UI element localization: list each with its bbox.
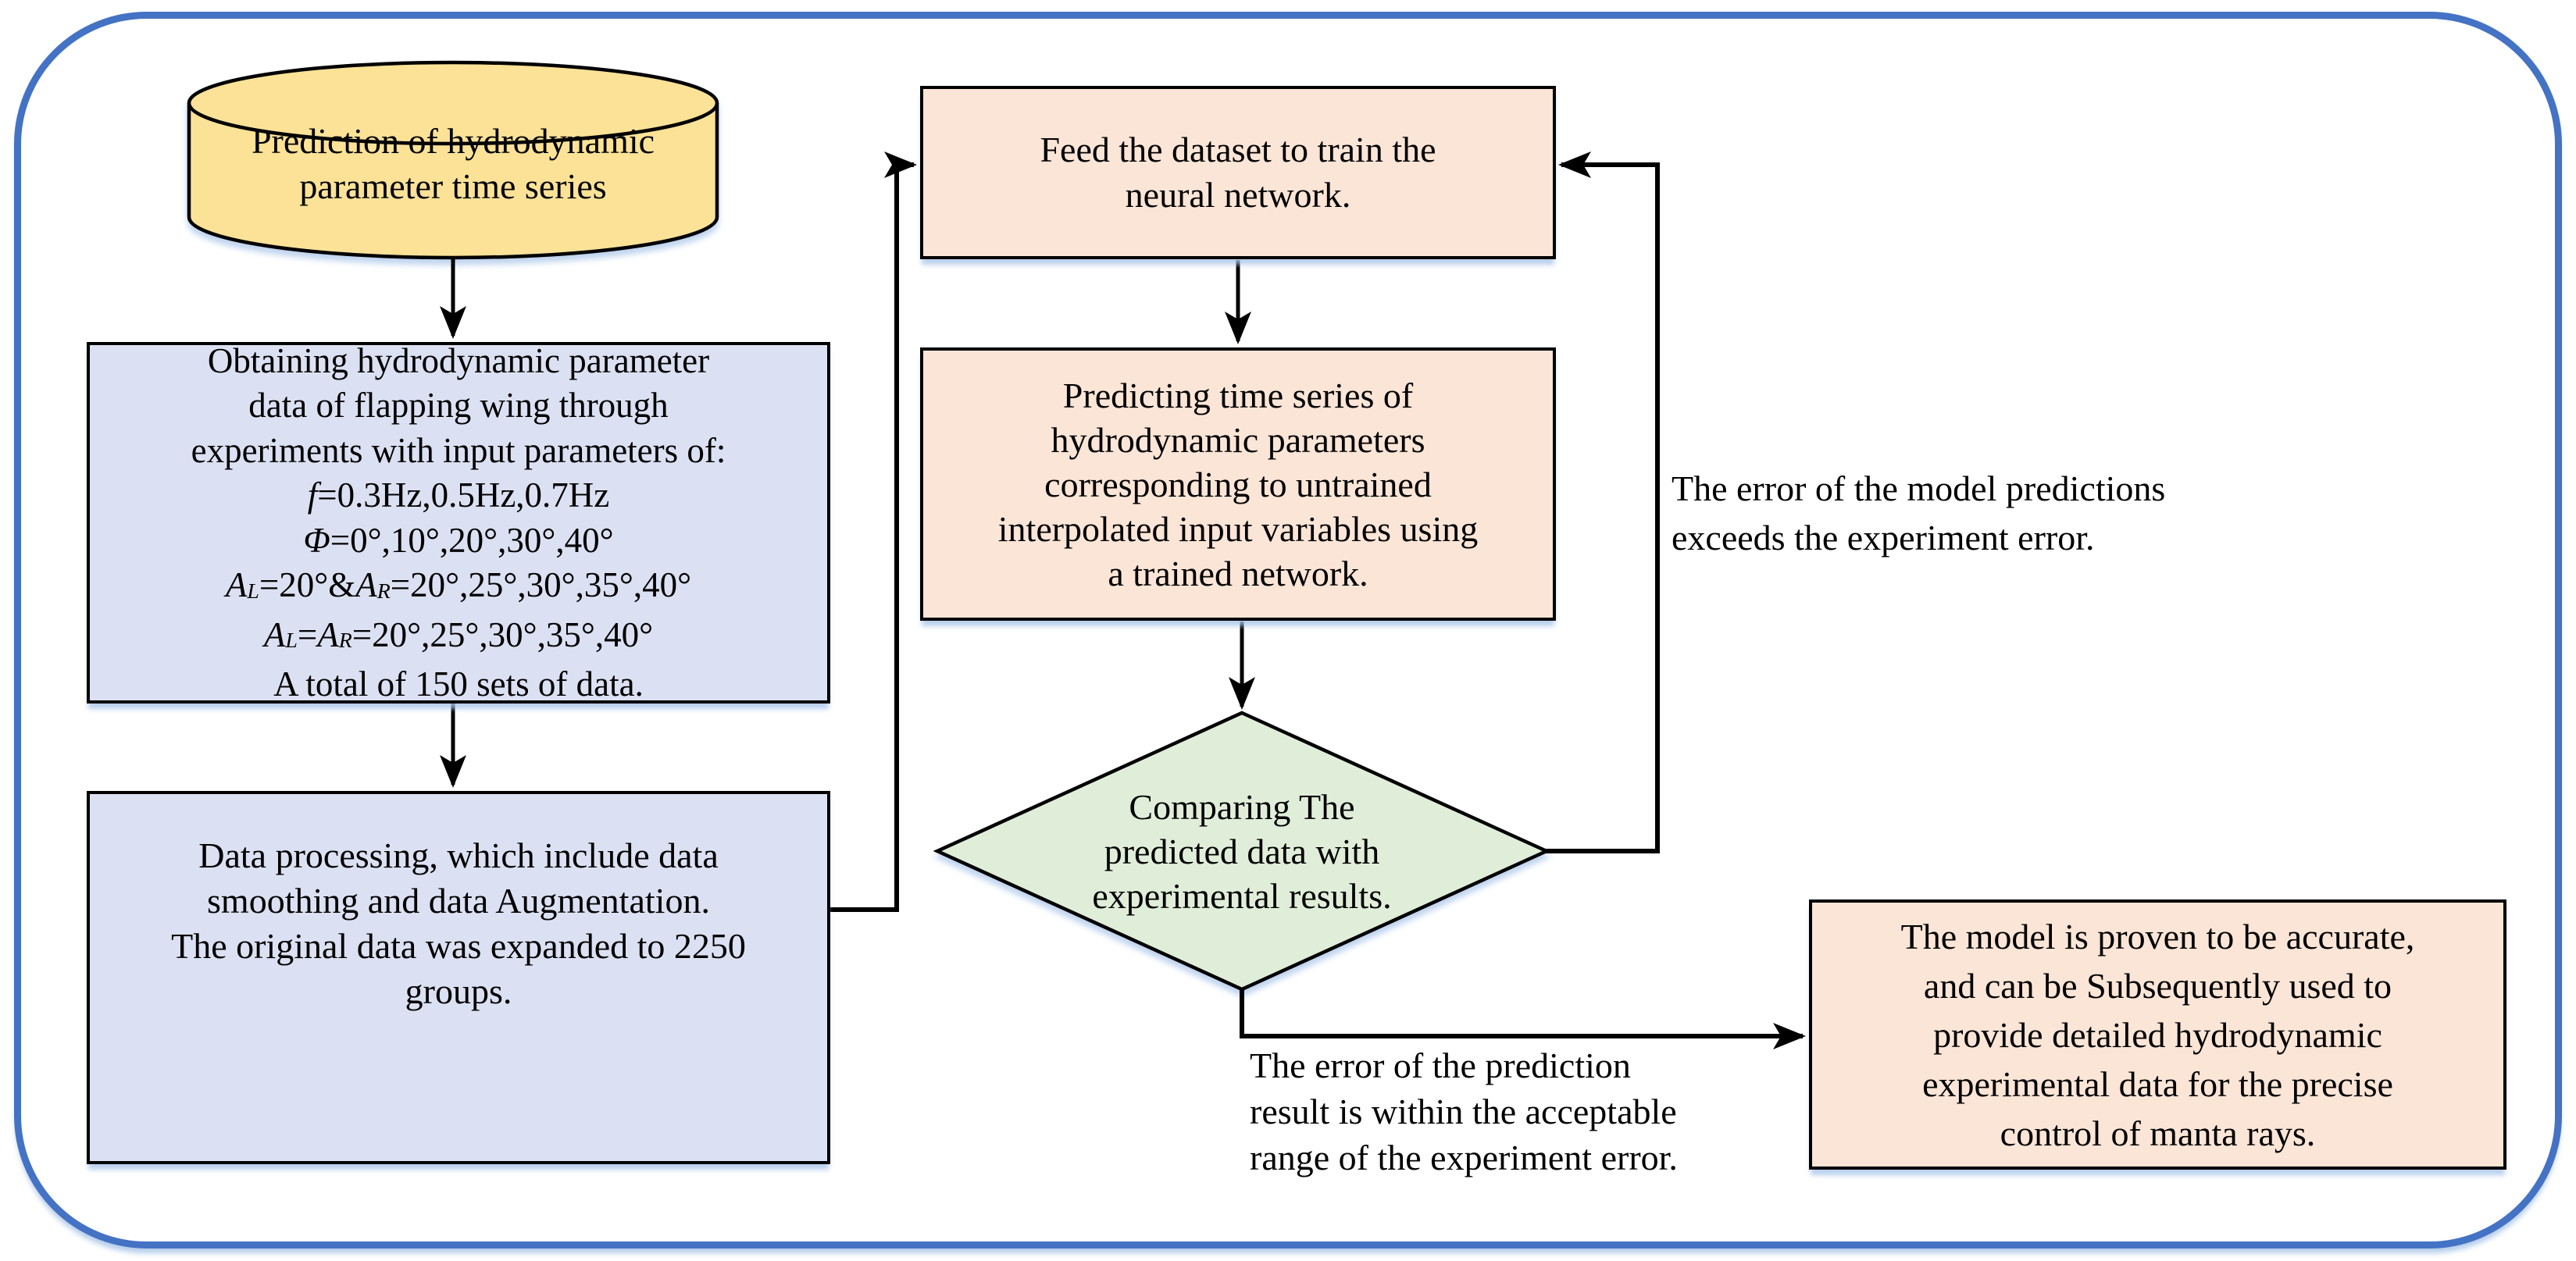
- predict-box-text: Predicting time series of hydrodynamic p…: [997, 375, 1479, 593]
- process-box: Data processing, which include data smoo…: [87, 791, 830, 1164]
- feed-box: Feed the dataset to train the neural net…: [920, 86, 1556, 259]
- result-box: The model is proven to be accurate, and …: [1809, 899, 2506, 1170]
- compare-diamond-label: Comparing The predicted data with experi…: [976, 785, 1507, 917]
- process-box-text: Data processing, which include data smoo…: [171, 835, 746, 1011]
- outer-border: [14, 12, 2562, 1249]
- connector-diamond-to-result: [1240, 988, 1806, 1049]
- start-cylinder-shape: [187, 60, 719, 260]
- start-cylinder-text: Prediction of hydrodynamic parameter tim…: [251, 121, 655, 206]
- exceeds-error-label: The error of the model predictions excee…: [1672, 468, 2166, 557]
- within-error-label: The error of the prediction result is wi…: [1250, 1045, 1678, 1177]
- connector-diamond-to-feed-feedback: [1545, 151, 1660, 853]
- result-box-text: The model is proven to be accurate, and …: [1900, 916, 2415, 1153]
- feed-box-text: Feed the dataset to train the neural net…: [1040, 130, 1436, 215]
- connector-process-to-feed: [830, 151, 917, 912]
- start-cylinder-label: Prediction of hydrodynamic parameter tim…: [187, 117, 719, 211]
- compare-diamond-text: Comparing The predicted data with experi…: [1092, 786, 1392, 916]
- predict-box: Predicting time series of hydrodynamic p…: [920, 347, 1556, 621]
